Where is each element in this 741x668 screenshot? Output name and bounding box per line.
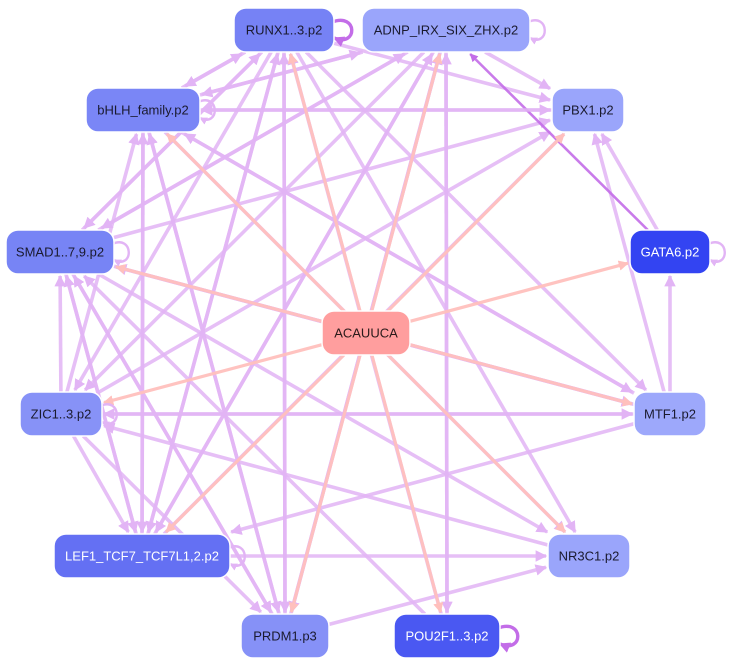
edge-center-to-mtf — [409, 343, 633, 407]
nodes-layer: RUNX1..3.p2 ADNP_IRX_SIX_ZHX.p2 bHLH_famil… — [5, 7, 711, 659]
edge-center-to-pbx — [386, 132, 566, 313]
self-loop-zic — [99, 403, 118, 429]
node-label-lef: LEF1_TCF7_TCF7L1,2.p2 — [65, 549, 219, 564]
node-gata: GATA6.p2 — [629, 229, 711, 275]
edge-pou-to-adnp — [440, 52, 452, 615]
node-box-pou — [393, 613, 501, 659]
node-pou: POU2F1..3.p2 — [393, 613, 501, 659]
node-mtf: MTF1.p2 — [633, 391, 707, 437]
edge-center-to-smad — [115, 264, 323, 323]
node-label-zic: ZIC1..3.p2 — [31, 407, 92, 422]
node-box-center — [321, 310, 411, 356]
edge-smad-to-pbx — [113, 117, 552, 240]
edge-gata-to-pbx — [600, 133, 659, 231]
node-label-pbx: PBX1.p2 — [562, 103, 613, 118]
edge-zic-to-pbx — [98, 130, 551, 394]
node-box-prdm — [240, 613, 330, 659]
node-box-smad — [5, 229, 115, 275]
node-runx: RUNX1..3.p2 — [233, 7, 335, 53]
self-loop-adnp — [527, 19, 546, 45]
node-nr3c: NR3C1.p2 — [547, 533, 631, 579]
node-center: ACAUUCA — [321, 310, 411, 356]
edge-adnp-to-pbx — [484, 50, 552, 91]
edge-center-to-prdm — [288, 354, 362, 613]
node-label-adnp: ADNP_IRX_SIX_ZHX.p2 — [374, 23, 519, 38]
edge-smad-to-nr3c — [97, 272, 549, 534]
edge-bhlh-to-runx — [180, 52, 243, 90]
self-loop-lef — [227, 545, 246, 571]
node-box-lef — [53, 533, 231, 579]
self-loop-runx — [331, 18, 354, 47]
edge-smad-to-adnp — [97, 52, 406, 232]
edge-zic-to-lef — [71, 435, 130, 534]
self-loop-smad — [111, 241, 130, 267]
self-loops-layer — [99, 18, 726, 653]
edge-center-to-pou — [370, 354, 444, 613]
node-box-bhlh — [85, 87, 201, 133]
self-loop-pou — [497, 624, 520, 653]
node-box-runx — [233, 7, 335, 53]
node-bhlh: bHLH_family.p2 — [85, 87, 201, 133]
node-adnp: ADNP_IRX_SIX_ZHX.p2 — [361, 7, 531, 53]
edge-zic-to-smad — [54, 274, 66, 393]
node-label-pou: POU2F1..3.p2 — [405, 629, 488, 644]
node-prdm: PRDM1.p3 — [240, 613, 330, 659]
node-zic: ZIC1..3.p2 — [19, 391, 103, 437]
node-label-gata: GATA6.p2 — [641, 245, 700, 260]
edge-center-to-zic — [103, 343, 323, 406]
self-loop-gata — [707, 241, 726, 267]
edge-center-to-gata — [409, 260, 629, 323]
edge-center-to-lef — [164, 353, 346, 534]
node-label-smad: SMAD1..7,9.p2 — [16, 245, 104, 260]
node-lef: LEF1_TCF7_TCF7L1,2.p2 — [53, 533, 231, 579]
self-loop-bhlh — [197, 99, 216, 125]
node-box-nr3c — [547, 533, 631, 579]
node-label-center: ACAUUCA — [334, 326, 398, 341]
node-label-bhlh: bHLH_family.p2 — [97, 103, 189, 118]
node-box-gata — [629, 229, 711, 275]
edge-lef-to-adnp — [153, 53, 434, 535]
edge-mtf-to-bhlh — [183, 132, 635, 395]
edge-center-to-adnp — [370, 53, 443, 312]
node-box-pbx — [551, 87, 625, 133]
edge-center-to-nr3c — [386, 353, 567, 534]
node-label-prdm: PRDM1.p3 — [253, 629, 317, 644]
node-label-nr3c: NR3C1.p2 — [559, 549, 620, 564]
node-box-zic — [19, 391, 103, 437]
edge-prdm-to-runx — [278, 52, 290, 615]
edge-mtf-to-lef — [230, 421, 635, 535]
edge-center-to-bhlh — [165, 132, 346, 313]
edge-runx-to-pbx — [333, 41, 552, 103]
node-label-mtf: MTF1.p2 — [644, 407, 696, 422]
node-box-adnp — [361, 7, 531, 53]
node-label-runx: RUNX1..3.p2 — [246, 23, 323, 38]
node-pbx: PBX1.p2 — [551, 87, 625, 133]
node-box-mtf — [633, 391, 707, 437]
edge-center-to-runx — [287, 53, 362, 312]
node-smad: SMAD1..7,9.p2 — [5, 229, 115, 275]
